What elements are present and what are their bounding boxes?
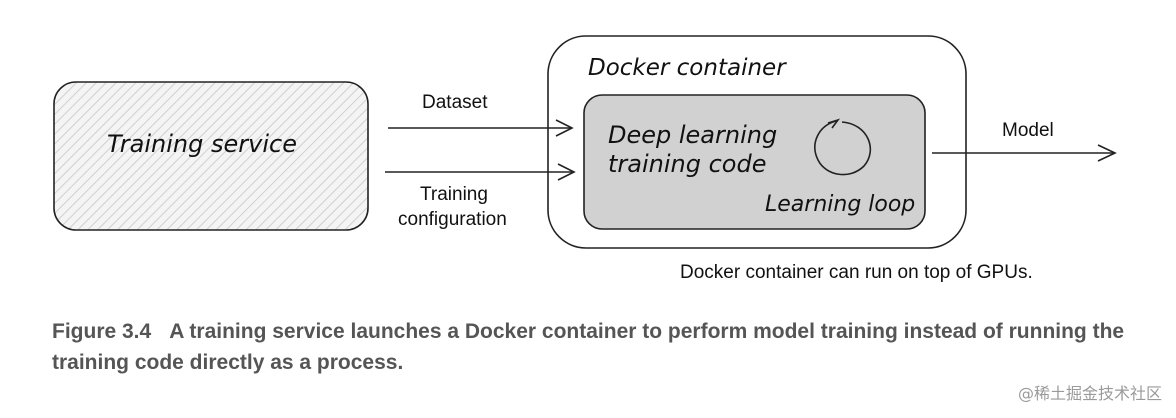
figure-number: Figure 3.4: [52, 320, 152, 343]
training-service-box: Training service: [53, 81, 369, 231]
training-service-label: Training service: [107, 130, 297, 158]
architecture-diagram: Training service Docker container Deep l…: [53, 35, 1117, 283]
figure-caption-text: A training service launches a Docker con…: [52, 320, 1125, 374]
training-code-box: Deep learning training code Learning loo…: [583, 94, 926, 230]
model-label: Model: [1002, 120, 1054, 141]
docker-container-label: Docker container: [588, 55, 787, 81]
training-config-label-line2: configuration: [398, 209, 507, 230]
model-arrow: Model: [932, 120, 1117, 162]
dataset-arrow: Dataset: [388, 92, 574, 137]
watermark: @稀土掘金技术社区: [1017, 384, 1162, 403]
training-config-label-line1: Training: [420, 184, 488, 205]
gpu-note: Docker container can run on top of GPUs.: [680, 262, 1033, 283]
training-code-label-line1: Deep learning: [608, 121, 777, 149]
learning-loop-label: Learning loop: [765, 192, 915, 217]
training-configuration-arrow: Training configuration: [385, 163, 576, 230]
training-code-label-line2: training code: [608, 150, 766, 178]
loop-icon: [814, 118, 872, 176]
dataset-label: Dataset: [422, 92, 488, 113]
